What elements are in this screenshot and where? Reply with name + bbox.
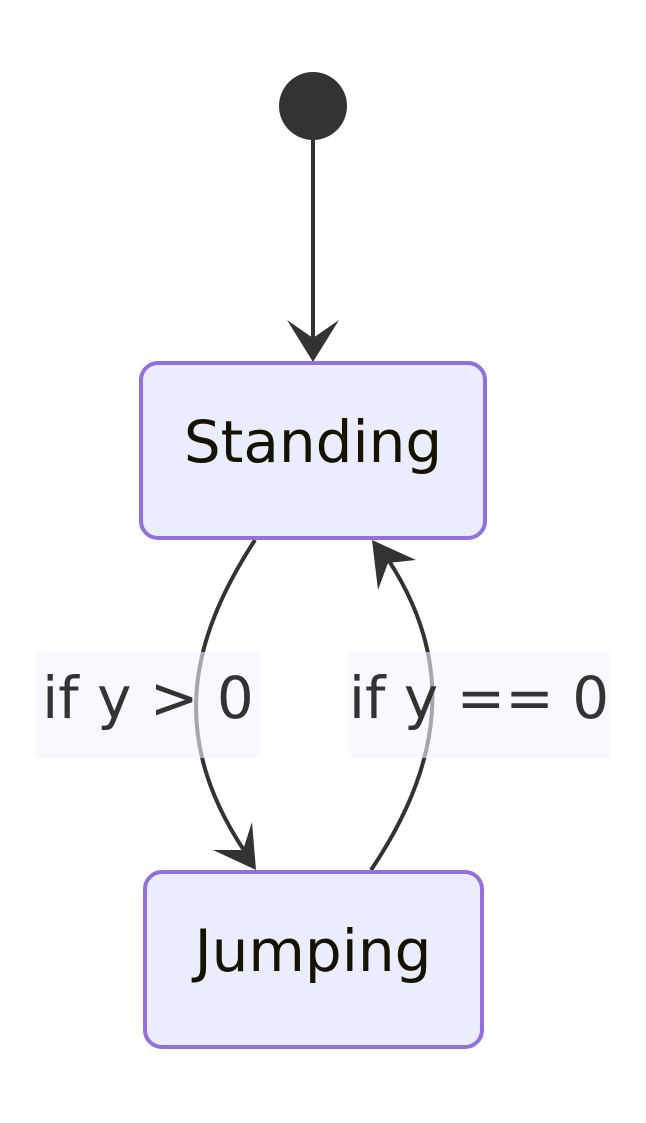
state-standing-box (139, 361, 487, 540)
edge-label-to-jumping: if y > 0 (36, 652, 260, 758)
edge-label-to-jumping-text: if y > 0 (42, 664, 254, 732)
state-standing[interactable]: Standing (139, 361, 487, 540)
edge-label-to-standing-text: if y == 0 (349, 664, 609, 732)
state-standing-label: Standing (184, 408, 442, 476)
edge-label-to-standing-bg (349, 652, 610, 758)
state-jumping[interactable]: Jumping (143, 870, 484, 1049)
start-arrowhead (287, 320, 339, 362)
standing-to-jumping-arrowhead (213, 822, 256, 870)
edge-label-to-standing: if y == 0 (349, 652, 610, 758)
edge-label-to-jumping-bg (36, 652, 260, 758)
jumping-to-standing-arrowhead (372, 540, 416, 590)
start-node (279, 72, 347, 140)
state-jumping-box (143, 870, 484, 1049)
state-jumping-label: Jumping (192, 917, 432, 985)
